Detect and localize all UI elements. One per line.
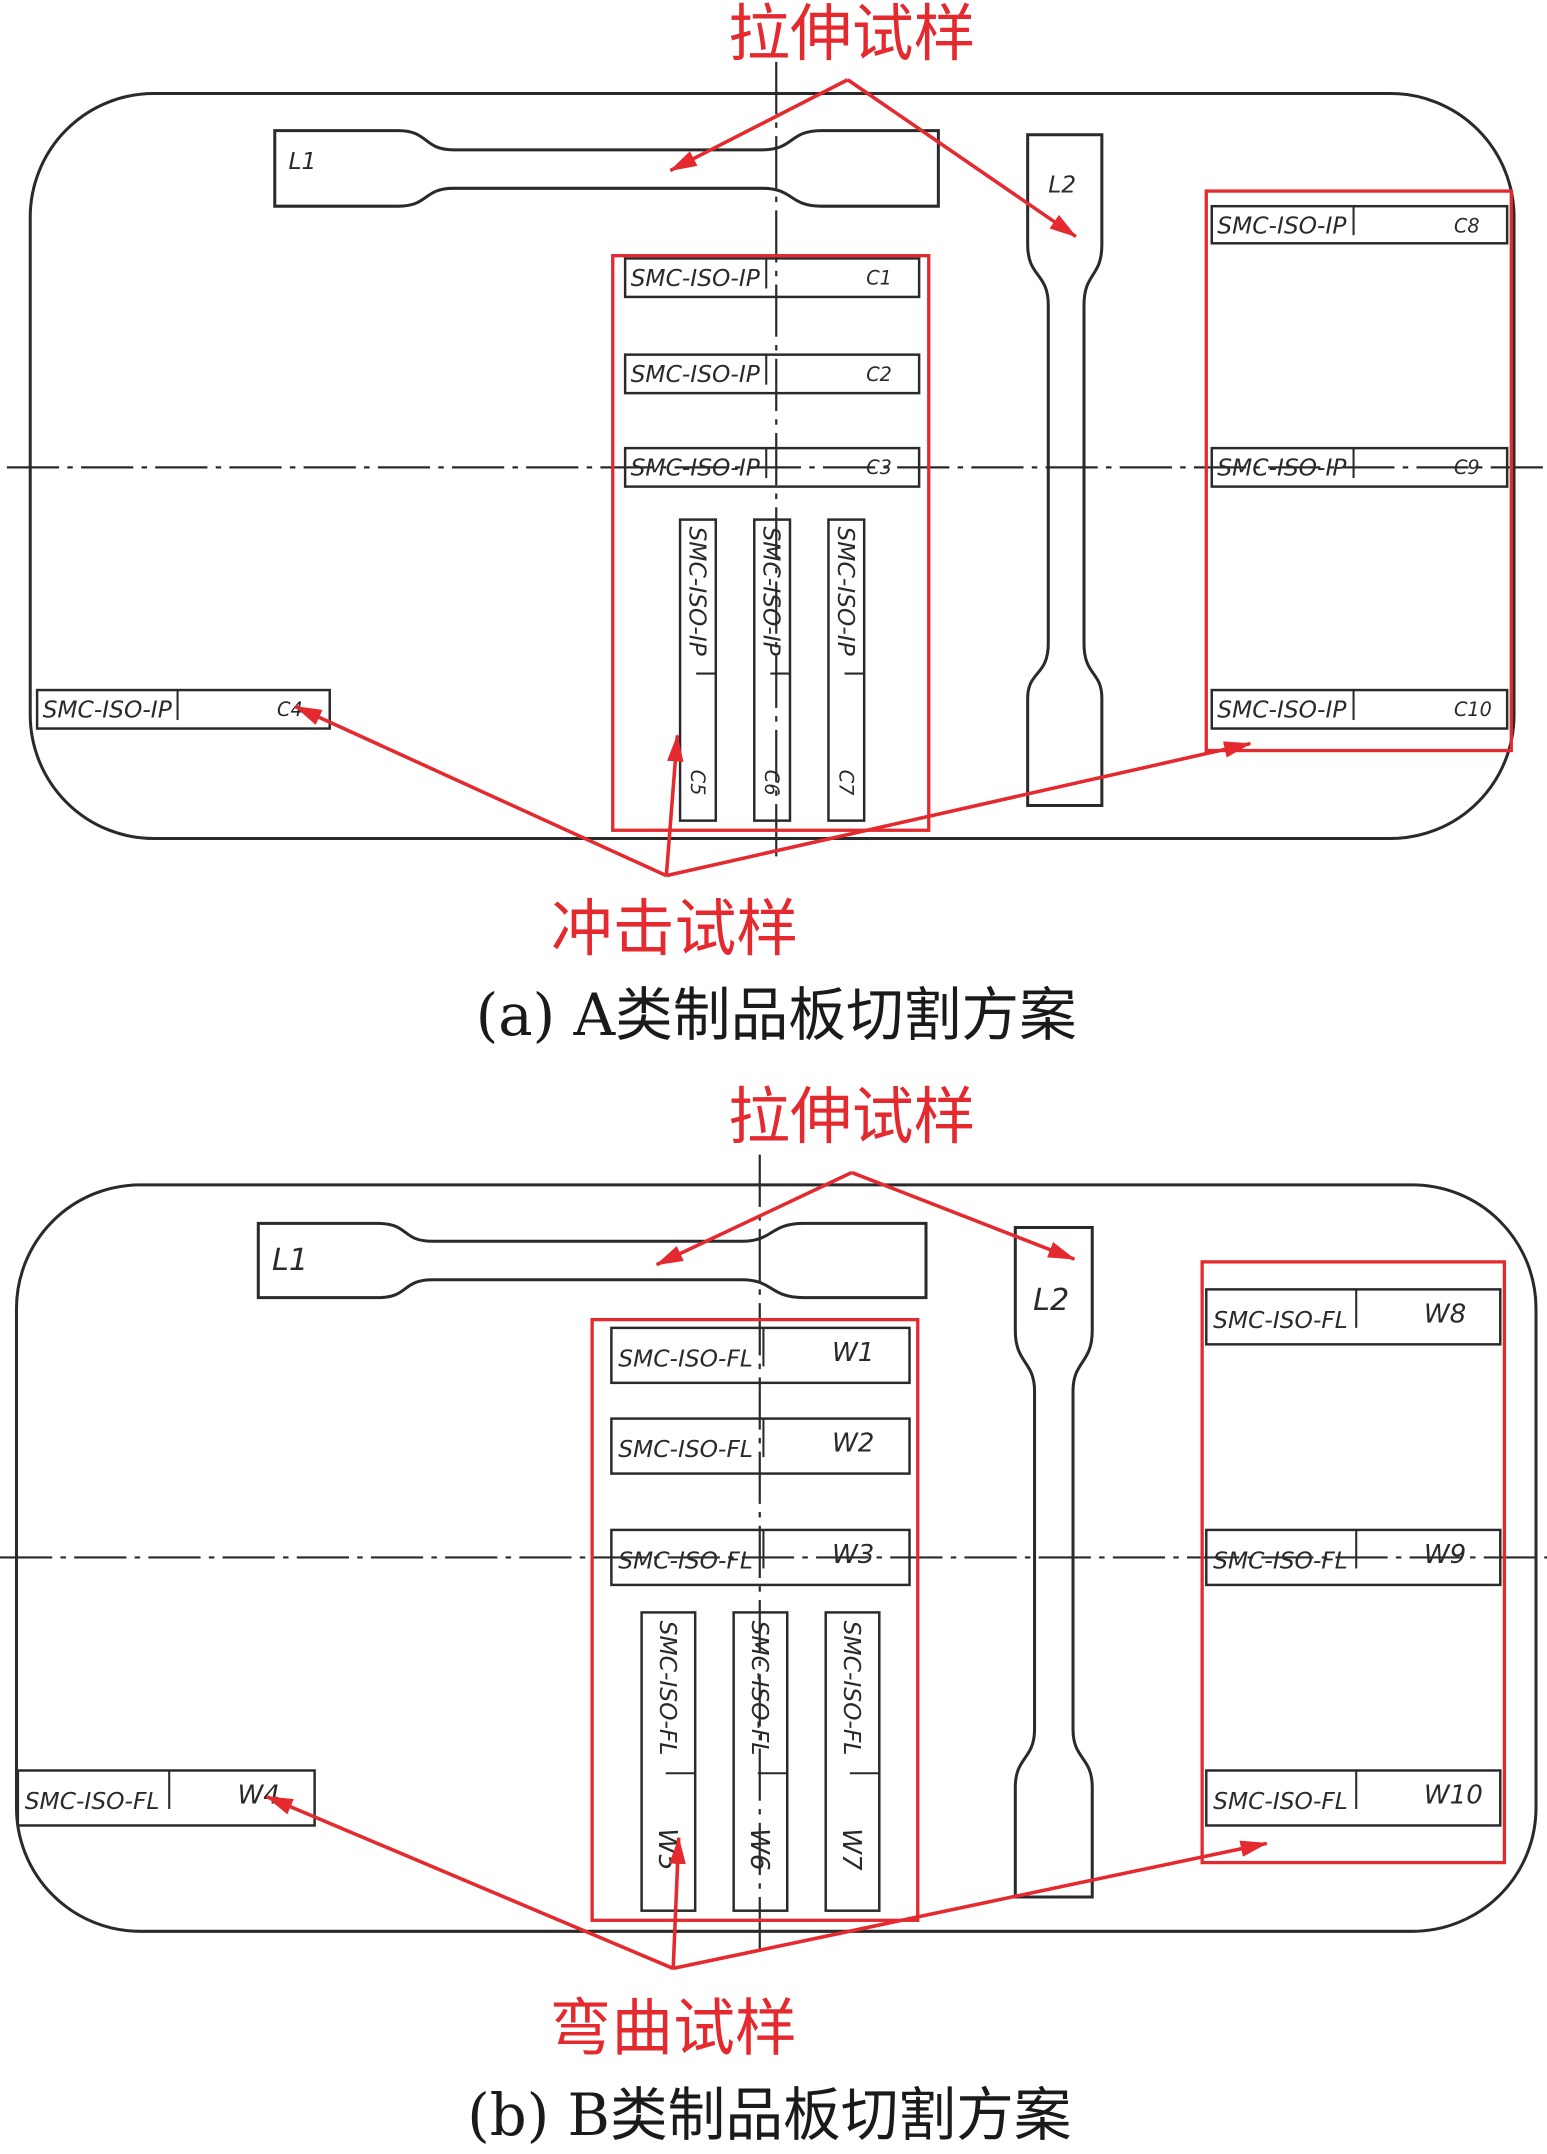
strip-material-code: SMC-ISO-FL bbox=[838, 1621, 866, 1756]
strip-outline bbox=[1210, 688, 1509, 730]
strip-id-label: W3 bbox=[832, 1540, 874, 1570]
strip-material-code: SMC-ISO-FL bbox=[654, 1621, 682, 1756]
arrow-to-w4 bbox=[265, 1794, 674, 1971]
strip-id-label: C3 bbox=[866, 456, 892, 479]
strip-id-label: W4 bbox=[237, 1780, 279, 1810]
arrow-to-c4 bbox=[294, 704, 668, 878]
strip-outline bbox=[623, 257, 921, 299]
strip-id-label: C2 bbox=[866, 363, 892, 386]
right-specimen-group-box bbox=[1204, 189, 1513, 753]
strip-outline bbox=[678, 518, 718, 822]
specimen-strip-w1: SMC-ISO-FL W1 bbox=[610, 1326, 911, 1385]
strip-outline bbox=[753, 518, 792, 822]
strip-id-label: W9 bbox=[1424, 1540, 1466, 1570]
specimen-strip-c5: SMC-ISO-IP C5 bbox=[678, 518, 718, 822]
tensile-specimen-l1 bbox=[273, 129, 940, 208]
strip-id-label: W1 bbox=[832, 1338, 874, 1368]
strip-id-label: C10 bbox=[1454, 698, 1492, 721]
strip-id-label: W2 bbox=[832, 1429, 874, 1459]
strip-outline bbox=[1210, 204, 1509, 245]
strip-material-code: SMC-ISO-IP bbox=[631, 360, 761, 388]
strip-id-label: C7 bbox=[834, 770, 857, 796]
strip-material-code: SMC-ISO-IP bbox=[631, 264, 761, 292]
strip-id-label: W8 bbox=[1424, 1299, 1466, 1329]
impact-specimen-label: 冲击试样 bbox=[551, 893, 798, 965]
arrow-to-w5 bbox=[669, 1836, 686, 1969]
specimen-strip-c1: SMC-ISO-IP C1 bbox=[623, 257, 921, 299]
center-specimen-group-box bbox=[590, 1317, 920, 1922]
tensile-specimen-label: 拉伸试样 bbox=[728, 1081, 975, 1153]
strip-id-label: C8 bbox=[1454, 214, 1480, 237]
specimen-strip-c2: SMC-ISO-IP C2 bbox=[623, 353, 921, 395]
tensile-specimen-l2 bbox=[1026, 133, 1104, 808]
tensile-specimen-l1-label: L1 bbox=[289, 147, 317, 175]
tensile-specimen-l1-label: L1 bbox=[272, 1243, 308, 1278]
specimen-strip-w7: SMC-ISO-FL W7 bbox=[824, 1611, 881, 1912]
arrow-to-right-group bbox=[665, 741, 1252, 878]
strip-material-code: SMC-ISO-FL bbox=[618, 1435, 753, 1463]
strip-outline bbox=[35, 688, 331, 730]
strip-id-label: C5 bbox=[686, 770, 709, 796]
strip-material-code: SMC-ISO-IP bbox=[43, 696, 173, 724]
strip-material-code: SMC-ISO-FL bbox=[1213, 1306, 1348, 1334]
arrow-to-l2 bbox=[846, 78, 1077, 238]
arrow-to-l2 bbox=[851, 1170, 1076, 1261]
strip-outline bbox=[640, 1611, 697, 1912]
strip-material-code: SMC-ISO-FL bbox=[618, 1344, 753, 1372]
arrow-to-right-group bbox=[672, 1840, 1269, 1971]
specimen-strip-c7: SMC-ISO-IP C7 bbox=[827, 518, 866, 822]
strip-material-code: SMC-ISO-FL bbox=[1213, 1787, 1348, 1815]
strip-outline bbox=[1205, 1288, 1502, 1346]
center-specimen-group-box bbox=[611, 254, 931, 832]
strip-id-label: W7 bbox=[836, 1828, 866, 1871]
strip-material-code: SMC-ISO-IP bbox=[1217, 696, 1347, 724]
product-plate-outline bbox=[28, 91, 1516, 841]
strip-material-code: SMC-ISO-IP bbox=[758, 526, 786, 656]
specimen-strip-w9: SMC-ISO-FL W9 bbox=[1205, 1528, 1502, 1587]
specimen-strip-c8: SMC-ISO-IP C8 bbox=[1210, 204, 1509, 245]
strip-material-code: SMC-ISO-FL bbox=[618, 1546, 753, 1574]
strip-id-label: W10 bbox=[1424, 1780, 1483, 1810]
panel-a-caption: (a) A类制品板切割方案 bbox=[476, 981, 1077, 1049]
tensile-specimen-label: 拉伸试样 bbox=[728, 0, 975, 70]
panel-b-caption: (b) B类制品板切割方案 bbox=[467, 2081, 1071, 2149]
tensile-specimen-l2 bbox=[1013, 1226, 1094, 1899]
strip-material-code: SMC-ISO-IP bbox=[1217, 212, 1347, 240]
strip-material-code: SMC-ISO-FL bbox=[25, 1787, 160, 1815]
strip-id-label: C1 bbox=[866, 267, 892, 290]
strip-outline bbox=[16, 1769, 316, 1827]
specimen-strip-w4: SMC-ISO-FL W4 bbox=[16, 1769, 316, 1827]
strip-material-code: SMC-ISO-FL bbox=[1213, 1546, 1348, 1574]
right-specimen-group-box bbox=[1200, 1260, 1507, 1865]
strip-outline bbox=[827, 518, 866, 822]
strip-material-code: SMC-ISO-IP bbox=[684, 526, 712, 656]
arrow-to-l1 bbox=[669, 78, 849, 173]
strip-outline bbox=[1205, 1769, 1502, 1827]
specimen-strip-w10: SMC-ISO-FL W10 bbox=[1205, 1769, 1502, 1827]
strip-id-label: C6 bbox=[760, 770, 783, 796]
tensile-specimen-l2-label: L2 bbox=[1048, 170, 1076, 198]
strip-material-code: SMC-ISO-IP bbox=[832, 526, 860, 656]
strip-outline bbox=[824, 1611, 881, 1912]
arrow-to-c5 bbox=[664, 734, 684, 876]
specimen-strip-w8: SMC-ISO-FL W8 bbox=[1205, 1288, 1502, 1346]
specimen-strip-c6: SMC-ISO-IP C6 bbox=[753, 518, 792, 822]
specimen-strip-c10: SMC-ISO-IP C10 bbox=[1210, 688, 1509, 730]
strip-outline bbox=[623, 353, 921, 395]
tensile-specimen-l1 bbox=[256, 1221, 928, 1300]
tensile-specimen-l2-label: L2 bbox=[1033, 1283, 1069, 1318]
flexural-specimen-label: 弯曲试样 bbox=[550, 1993, 797, 2065]
arrow-to-l1 bbox=[655, 1170, 853, 1267]
